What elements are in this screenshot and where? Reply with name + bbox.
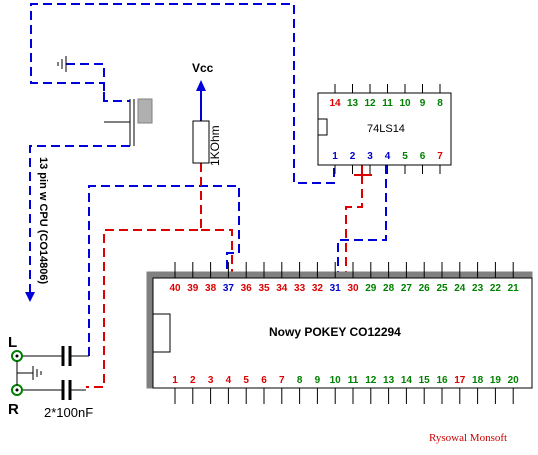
- pokey-top-pin-28: 28: [383, 283, 395, 294]
- ls14-top-pin-8: 8: [437, 98, 443, 109]
- pokey-bottom-pin-12: 12: [365, 375, 377, 386]
- wire-ground-switch: [66, 63, 130, 102]
- cpu-arrow-icon: [25, 292, 35, 302]
- red-wires: [86, 163, 372, 388]
- ls14-top-pin-11: 11: [382, 98, 393, 109]
- cpu-pin-label: 13 pin w CPU (CO14806): [37, 157, 49, 284]
- pokey-top-pin-22: 22: [490, 283, 502, 294]
- pokey-top-pin-27: 27: [401, 283, 413, 294]
- pokey-bottom-pin-6: 6: [261, 375, 267, 386]
- pokey-top-pin-24: 24: [454, 283, 466, 294]
- pokey-bottom-pin-4: 4: [226, 375, 232, 386]
- pokey-top-pin-25: 25: [436, 283, 448, 294]
- jack-R-icon: [11, 384, 23, 396]
- pokey-top-pin-39: 39: [187, 283, 199, 294]
- ls14-bottom-pin-2: 2: [350, 151, 356, 162]
- pokey-bottom-pin-19: 19: [490, 375, 502, 386]
- left-channel-label: L: [8, 334, 17, 351]
- ls14-top-pin-10: 10: [399, 98, 411, 109]
- vcc-arrow-icon: [196, 80, 206, 121]
- pokey-top-pin-30: 30: [347, 283, 359, 294]
- credit-label: Rysowal Monsoft: [429, 432, 507, 444]
- capacitor-label: 2*100nF: [44, 405, 93, 420]
- capacitor-L-icon: [58, 346, 89, 366]
- wire-switch-to-ls14: [30, 3, 335, 184]
- pokey-bottom-pin-2: 2: [190, 375, 196, 386]
- pokey-bottom-pin-1: 1: [172, 375, 178, 386]
- pokey-top-pin-31: 31: [330, 283, 342, 294]
- pokey-top-pin-35: 35: [258, 283, 270, 294]
- wire-resistor-to-pin36: [201, 229, 233, 272]
- ls14-name: 74LS14: [367, 123, 405, 135]
- resistor-label: 1KOhm: [208, 125, 222, 166]
- pokey-bottom-pin-10: 10: [330, 375, 342, 386]
- pokey-top-pin-37: 37: [223, 283, 235, 294]
- pokey-top-pin-40: 40: [169, 283, 181, 294]
- pokey-top-pin-38: 38: [205, 283, 217, 294]
- pokey-bottom-pin-5: 5: [243, 375, 249, 386]
- ground-icon: [57, 56, 67, 72]
- pokey-top-pin-34: 34: [276, 283, 288, 294]
- ls14-bottom-legs: [334, 165, 441, 174]
- pokey-name: Nowy POKEY CO12294: [269, 325, 401, 339]
- ls14-top-legs: [334, 84, 441, 93]
- pokey-bottom-pin-18: 18: [472, 375, 484, 386]
- wire-ls14-to-pin30: [345, 175, 363, 272]
- jack-L-icon: [11, 350, 23, 362]
- ls14-top-pin-14: 14: [329, 98, 341, 109]
- ls14-top-pin-13: 13: [347, 98, 359, 109]
- pokey-top-pin-36: 36: [241, 283, 253, 294]
- pokey-bottom-pin-14: 14: [401, 375, 413, 386]
- capacitor-R-icon: [17, 380, 86, 400]
- ls14-bottom-pin-3: 3: [367, 151, 373, 162]
- pokey-bottom-pin-13: 13: [383, 375, 395, 386]
- pokey-top-pin-29: 29: [365, 283, 377, 294]
- resistor-icon: [192, 120, 210, 164]
- ls14-bottom-pin-4: 4: [385, 151, 391, 162]
- switch-icon: [104, 98, 153, 146]
- wire-ls14-to-pin31: [337, 165, 387, 272]
- pokey-bottom-pin-17: 17: [454, 375, 466, 386]
- pokey-bottom-pin-8: 8: [297, 375, 303, 386]
- pokey-top-pin-26: 26: [419, 283, 431, 294]
- wire-resistor-to-pokey: [86, 163, 202, 388]
- pokey-top-pin-labels: 40 39 38 37 36 35 34 33 32 31 30 29 28 27 26 25 24 23 22 21: [169, 283, 519, 294]
- ls14-bottom-pin-5: 5: [402, 151, 408, 162]
- pokey-top-pin-32: 32: [312, 283, 324, 294]
- ls14-bottom-pin-6: 6: [420, 151, 426, 162]
- ls14-bottom-pin-1: 1: [332, 151, 338, 162]
- blue-wires: [17, 3, 387, 357]
- pokey-bottom-pin-11: 11: [348, 375, 359, 386]
- ls14-top-pin-12: 12: [364, 98, 376, 109]
- pokey-top-pin-21: 21: [508, 283, 520, 294]
- pokey-bottom-pin-3: 3: [208, 375, 214, 386]
- pokey-bottom-pin-16: 16: [436, 375, 448, 386]
- pokey-bottom-legs: [174, 388, 514, 404]
- pokey-top-legs: [174, 262, 514, 278]
- pokey-bottom-pin-15: 15: [419, 375, 431, 386]
- right-channel-label: R: [8, 401, 19, 418]
- wire-pin37-to-L: [88, 185, 240, 356]
- vcc-label: Vcc: [192, 61, 214, 75]
- pokey-bottom-pin-20: 20: [508, 375, 520, 386]
- pokey-top-pin-33: 33: [294, 283, 306, 294]
- audio-ground-icon: [16, 361, 42, 385]
- ls14-bottom-pin-7: 7: [437, 151, 443, 162]
- pokey-top-pin-23: 23: [472, 283, 484, 294]
- pokey-bottom-pin-9: 9: [315, 375, 321, 386]
- ls14-top-pin-9: 9: [420, 98, 426, 109]
- wire-cpu-pin: [29, 145, 130, 296]
- pokey-bottom-pin-7: 7: [279, 375, 285, 386]
